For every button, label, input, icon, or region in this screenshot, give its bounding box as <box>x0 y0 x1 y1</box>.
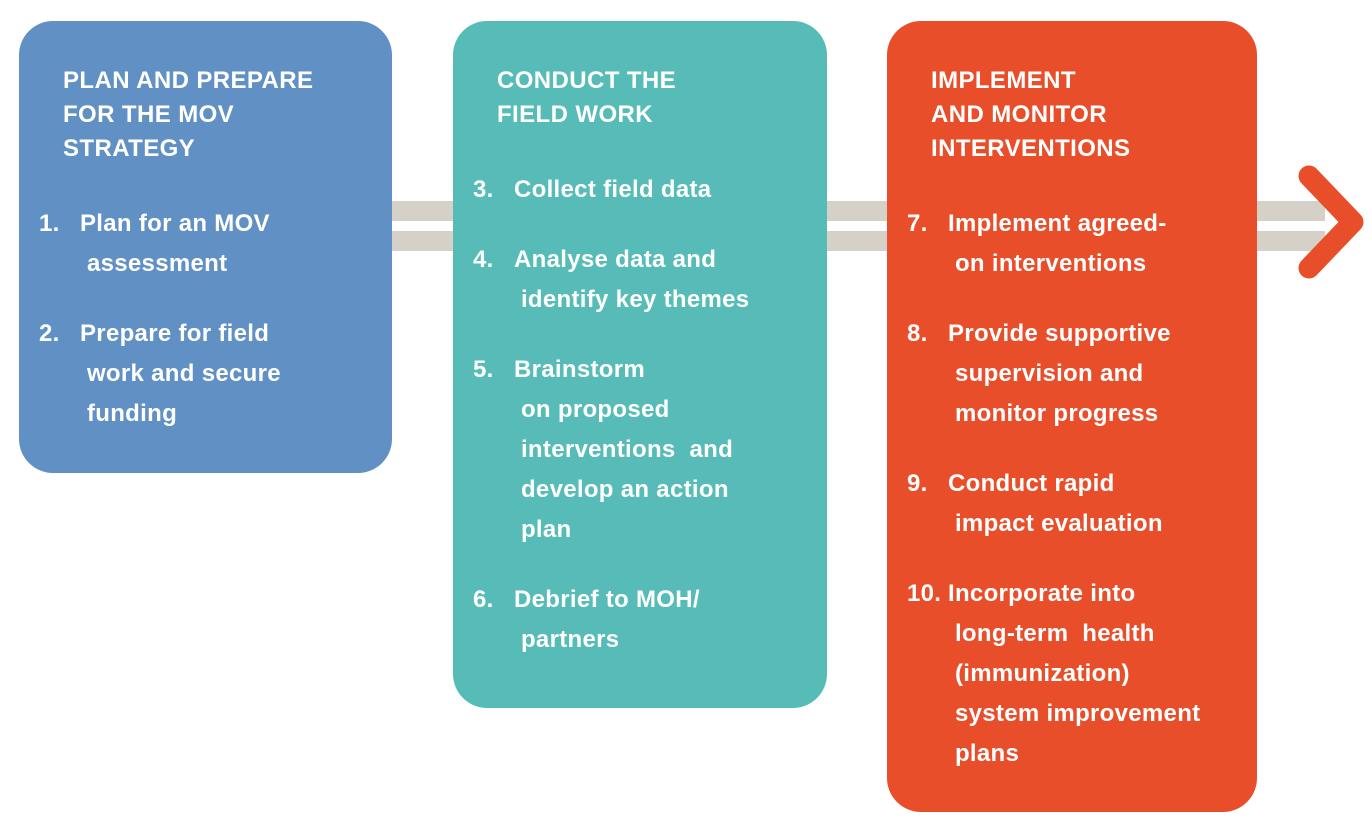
step-list: 1. Plan for an MOV assessment 2. Prepare… <box>19 204 392 434</box>
step-text: Implement agreed- on interventions <box>948 210 1167 277</box>
step-text: Collect field data <box>514 176 712 203</box>
step-number: 3. <box>473 176 494 203</box>
step-number: 6. <box>473 586 494 613</box>
step-number: 2. <box>39 320 60 347</box>
stage-card-conduct-field-work: CONDUCT THE FIELD WORK 3. Collect field … <box>453 21 827 708</box>
step-item-8: 8. Provide supportive supervision and mo… <box>907 314 1247 434</box>
step-item-9: 9. Conduct rapid impact evaluation <box>907 464 1247 544</box>
step-text: Brainstorm on proposed interventions and… <box>514 356 734 543</box>
step-number: 8. <box>907 320 928 347</box>
step-item-7: 7. Implement agreed- on interventions <box>907 204 1247 284</box>
step-text: Provide supportive supervision and monit… <box>948 320 1171 427</box>
flow-arrow-icon <box>1298 165 1364 279</box>
stage-card-plan-prepare: PLAN AND PREPARE FOR THE MOV STRATEGY 1.… <box>19 21 392 473</box>
step-item-5: 5. Brainstorm on proposed interventions … <box>473 350 817 550</box>
step-text: Conduct rapid impact evaluation <box>948 470 1163 537</box>
step-item-1: 1. Plan for an MOV assessment <box>39 204 382 284</box>
step-item-10: 10. Incorporate into long-term health (i… <box>907 574 1247 774</box>
step-item-6: 6. Debrief to MOH/ partners <box>473 580 817 660</box>
step-number: 5. <box>473 356 494 383</box>
stage-title: IMPLEMENT AND MONITOR INTERVENTIONS <box>931 67 1131 162</box>
step-number: 1. <box>39 210 60 237</box>
step-item-2: 2. Prepare for field work and secure fun… <box>39 314 382 434</box>
step-item-4: 4. Analyse data and identify key themes <box>473 240 817 320</box>
step-text: Analyse data and identify key themes <box>514 246 750 313</box>
step-text: Incorporate into long-term health (immun… <box>948 580 1201 767</box>
step-item-3: 3. Collect field data <box>473 170 817 210</box>
step-number: 10. <box>907 580 942 607</box>
step-number: 4. <box>473 246 494 273</box>
stage-title: PLAN AND PREPARE FOR THE MOV STRATEGY <box>63 67 314 162</box>
step-text: Debrief to MOH/ partners <box>514 586 700 653</box>
stage-title: CONDUCT THE FIELD WORK <box>497 67 677 128</box>
step-number: 9. <box>907 470 928 497</box>
step-list: 3. Collect field data 4. Analyse data an… <box>453 170 827 660</box>
step-number: 7. <box>907 210 928 237</box>
step-list: 7. Implement agreed- on interventions 8.… <box>887 204 1257 774</box>
stage-card-implement-monitor: IMPLEMENT AND MONITOR INTERVENTIONS 7. I… <box>887 21 1257 812</box>
step-text: Plan for an MOV assessment <box>80 210 270 277</box>
step-text: Prepare for field work and secure fundin… <box>80 320 281 427</box>
